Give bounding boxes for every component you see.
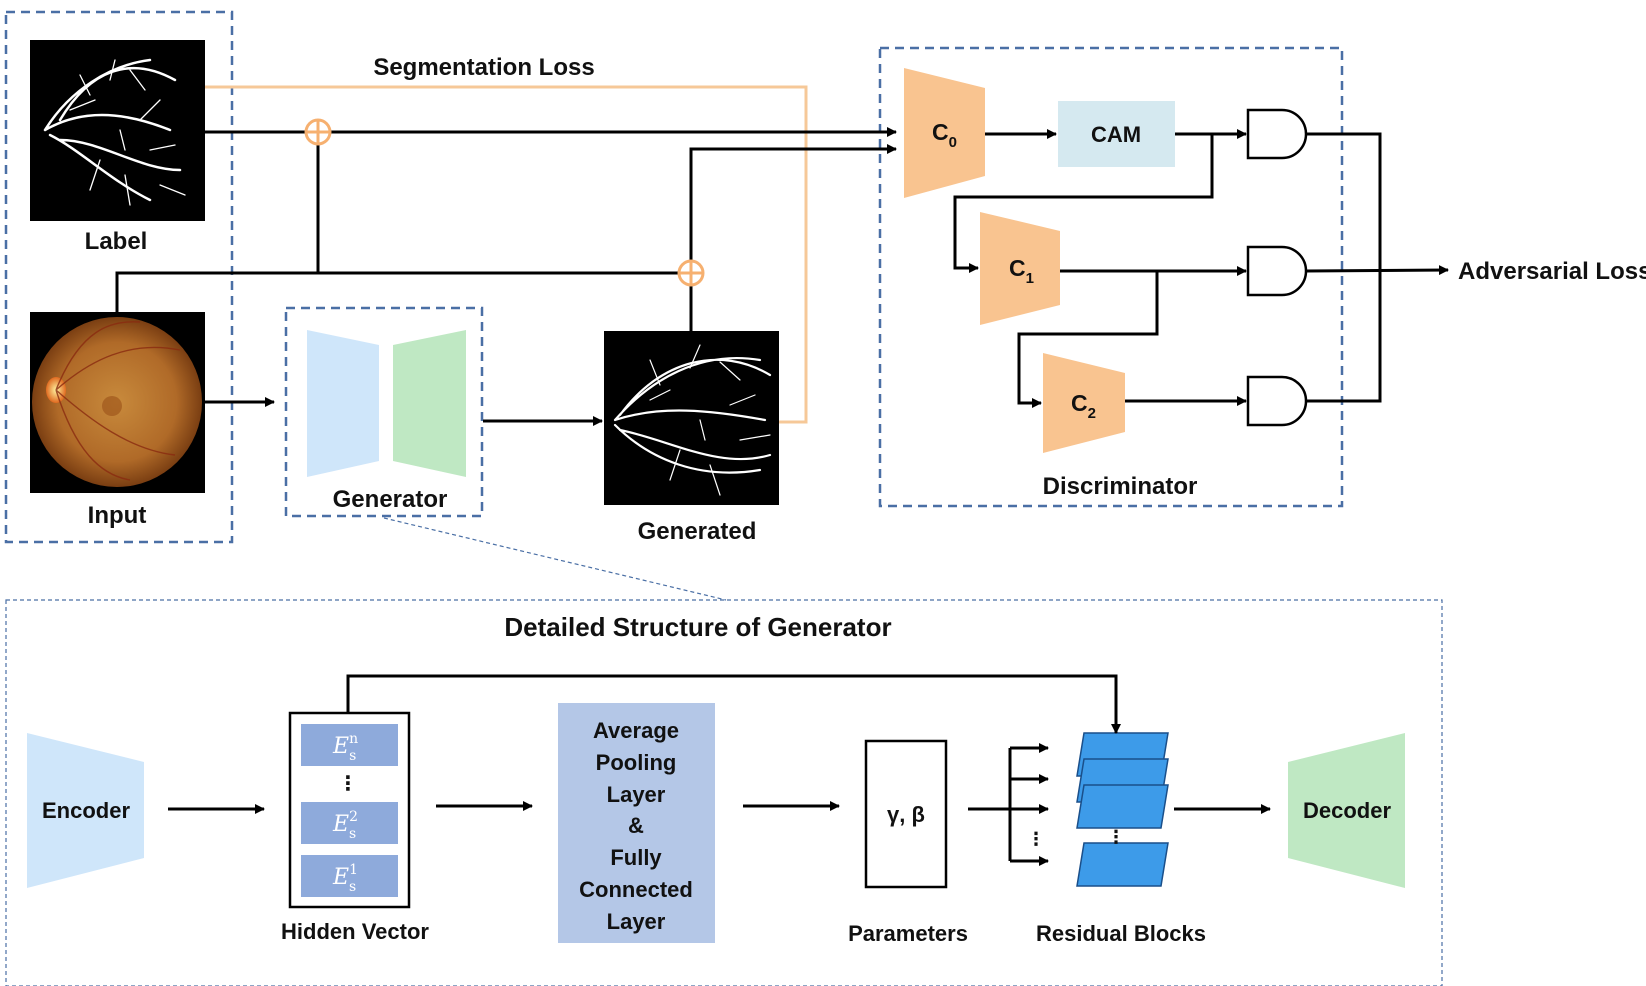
parameters-caption: Parameters: [848, 921, 968, 946]
encoder-label: Encoder: [42, 798, 130, 823]
hidden-vector-caption: Hidden Vector: [281, 919, 429, 944]
input-branch-line: [115, 144, 320, 312]
label-image: [30, 40, 205, 221]
residual-vdots: ⋮: [1107, 827, 1125, 847]
generator-zoom-line: [383, 517, 727, 601]
c1-block: [980, 212, 1060, 325]
generated-sum-node: [677, 259, 705, 287]
detail-box: [5, 599, 1443, 986]
label-sum-node: [304, 118, 332, 146]
svg-text:Layer: Layer: [607, 782, 666, 807]
segmentation-loss-label: Segmentation Loss: [373, 54, 594, 81]
generated-to-c0-line: [689, 144, 897, 331]
generator-box: [284, 306, 484, 518]
label-caption: Label: [85, 228, 148, 255]
hidden-item-2: [301, 802, 398, 844]
generated-caption: Generated: [638, 518, 757, 545]
hidden-item-n: [301, 724, 398, 766]
decoder-shape: [1288, 733, 1405, 888]
discriminator-box: [878, 46, 1344, 508]
svg-text:Pooling: Pooling: [596, 750, 677, 775]
and-gate-2: [1246, 375, 1308, 427]
svg-text:Connected: Connected: [579, 877, 693, 902]
hidden-vdots: ⋮: [338, 773, 358, 795]
svg-text:Fully: Fully: [610, 845, 662, 870]
pooling-fc-label: Average Pooling Layer & Fully Connected …: [579, 718, 693, 934]
c1-to-c2-line: [1017, 271, 1159, 408]
hidden-skip-arrow: [346, 674, 1121, 734]
generated-image: [604, 331, 779, 505]
residual-blocks-stack: [1076, 732, 1169, 887]
c2-block: [1043, 353, 1125, 453]
parameters-box: [864, 739, 948, 889]
segmentation-loss-line: [205, 85, 808, 424]
input-group-box: [4, 10, 234, 544]
detail-title: Detailed Structure of Generator: [504, 612, 891, 642]
parameters-value: γ, β: [887, 802, 925, 827]
and-gate-0: [1246, 108, 1308, 160]
c0-label: C0: [932, 119, 957, 151]
c0-block: [904, 68, 985, 198]
branch-vdots: ⋮: [1027, 829, 1045, 849]
gate-combine-line: [1306, 132, 1382, 403]
generator-caption: Generator: [333, 486, 448, 513]
and-gate-1: [1246, 245, 1308, 297]
residual-blocks-caption: Residual Blocks: [1036, 921, 1206, 946]
generator-decoder-shape: [393, 330, 466, 477]
gate1-to-adv-line: [1305, 265, 1449, 276]
svg-text:Average: Average: [593, 718, 679, 743]
hidden-item-1: [301, 855, 398, 897]
adversarial-loss-label: Adversarial Loss: [1458, 258, 1646, 285]
decoder-label: Decoder: [1303, 798, 1391, 823]
c1-label: C1: [1009, 255, 1034, 287]
discriminator-caption: Discriminator: [1043, 473, 1198, 500]
svg-text:&: &: [628, 813, 644, 838]
svg-text:Layer: Layer: [607, 909, 666, 934]
pooling-fc-block: [558, 703, 715, 943]
encoder-shape: [27, 733, 144, 888]
cam-label: CAM: [1091, 122, 1141, 147]
c2-label: C2: [1071, 390, 1096, 422]
generator-encoder-shape: [307, 330, 379, 477]
input-image: [30, 312, 205, 493]
cam-to-c1-line: [953, 134, 1214, 273]
cam-block: [1058, 101, 1175, 167]
input-caption: Input: [88, 502, 147, 529]
